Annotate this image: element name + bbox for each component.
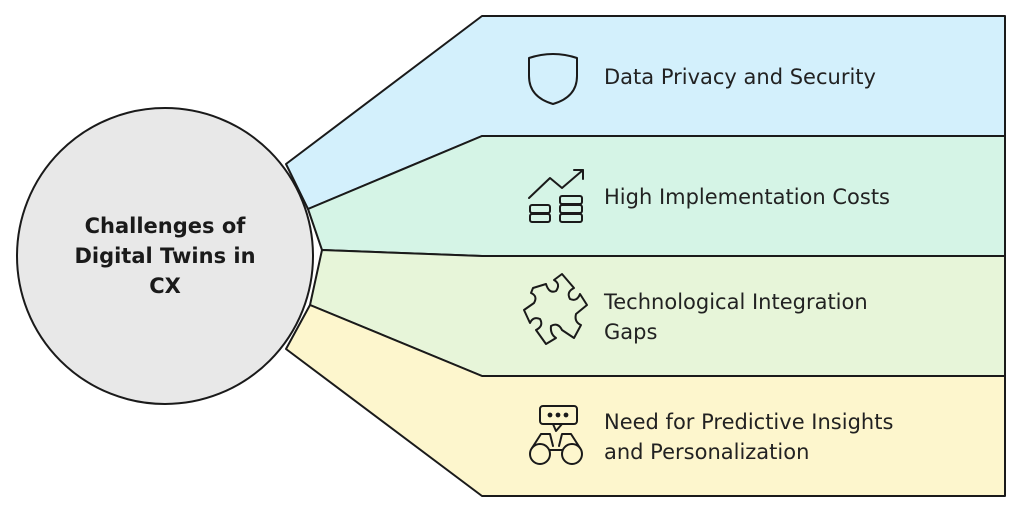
label-implementation-costs: High Implementation Costs — [604, 182, 1004, 212]
label-predictive-insights: Need for Predictive Insights and Persona… — [604, 407, 1004, 467]
label-line: Data Privacy and Security — [604, 65, 876, 89]
binoculars-insight-icon — [529, 405, 583, 465]
band-predictive-insights — [285, 304, 1006, 497]
label-integration-gaps: Technological Integration Gaps — [604, 287, 1004, 347]
label-line: Gaps — [604, 320, 658, 344]
hub-title: Challenges of Digital Twins in CX — [40, 211, 290, 301]
label-line: Need for Predictive Insights — [604, 410, 894, 434]
hub-title-line: Challenges of — [84, 214, 246, 238]
hub-title-line: CX — [149, 274, 181, 298]
label-line: and Personalization — [604, 440, 810, 464]
label-line: Technological Integration — [604, 290, 868, 314]
shield-icon — [528, 53, 578, 105]
rising-costs-chart-icon — [528, 169, 584, 223]
puzzle-piece-icon — [523, 273, 588, 345]
hub-title-line: Digital Twins in — [74, 244, 256, 268]
label-line: High Implementation Costs — [604, 185, 890, 209]
hub-circle — [16, 107, 314, 405]
label-data-privacy: Data Privacy and Security — [604, 62, 1004, 92]
